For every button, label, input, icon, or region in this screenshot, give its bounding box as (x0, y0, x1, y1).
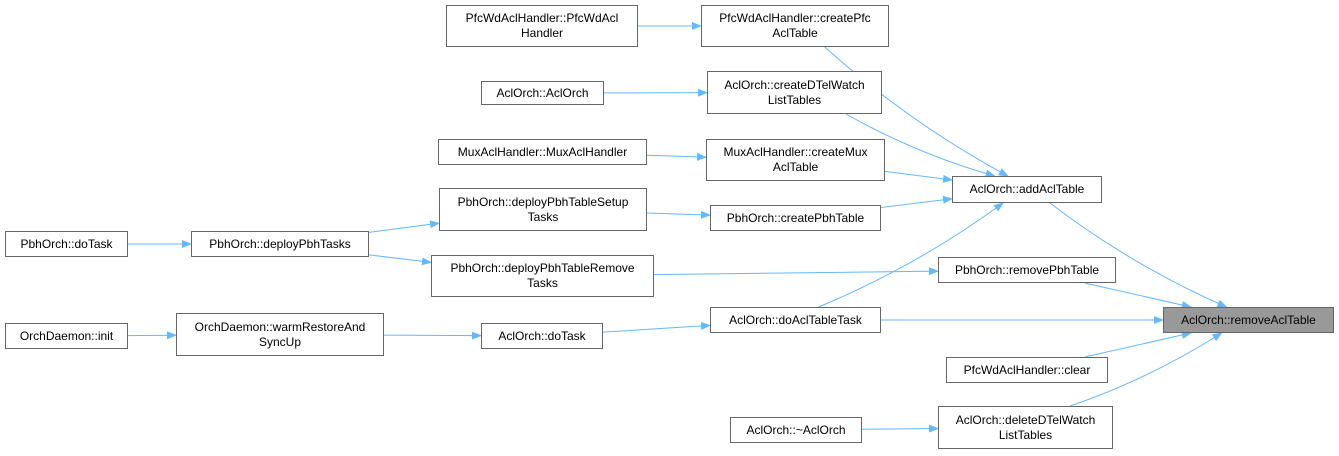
node-aclorch-addacltable[interactable]: AclOrch::addAclTable (952, 176, 1102, 203)
edge-pbh_create-to-add_acl (880, 195, 953, 208)
edge-orch_warm-to-acl_dotask (383, 331, 482, 340)
edge-pbh_remove_tasks-to-pbh_remove (653, 267, 939, 276)
edge-pfcwd_create-to-add_acl (824, 46, 1009, 177)
node-label-line: OrchDaemon::warmRestoreAnd (194, 319, 366, 334)
edge-acl_dotabletask-to-add_acl (818, 202, 1004, 308)
edge-mux_ctor-to-mux_create (646, 152, 707, 161)
node-pbhorch-dotask[interactable]: PbhOrch::doTask (5, 231, 128, 257)
edge-aclorch_dtor-to-delete_dtel (861, 424, 939, 433)
node-label-line: AclTable (772, 160, 819, 174)
node-label-line: AclOrch::~AclOrch (746, 422, 846, 437)
node-label-line: AclOrch::createDTelWatch (724, 77, 865, 92)
edge-acl_dotask-to-acl_dotabletask (602, 321, 711, 333)
node-label-line: PbhOrch::deployPbhTableRemove (450, 261, 635, 275)
node-label-line: MuxAclHandler::createMux (723, 145, 868, 159)
node-label-line: PfcWdAclHandler::createPfc (719, 11, 871, 25)
node-muxaclhandler-constructor[interactable]: MuxAclHandler::MuxAclHandler (438, 139, 647, 165)
node-label-line: AclOrch::addAclTable (969, 182, 1085, 196)
edge-add_acl-to-remove_acl (1049, 202, 1228, 308)
node-muxaclhandler-createmuxacltable[interactable]: MuxAclHandler::createMux AclTable (706, 139, 885, 181)
edge-pbh_setup-to-pbh_create (646, 210, 711, 219)
node-label-line: MuxAclHandler::MuxAclHandler (457, 144, 628, 159)
node-aclorch-createdtelwatchlisttables[interactable]: AclOrch::createDTelWatch ListTables (707, 71, 882, 114)
edge-pbh_deploy-to-pbh_setup (368, 220, 440, 233)
node-aclorch-constructor[interactable]: AclOrch::AclOrch (481, 81, 604, 105)
node-aclorch-doacltabletask[interactable]: AclOrch::doAclTableTask (710, 307, 881, 333)
edge-create_dtel-to-add_acl (845, 113, 996, 178)
node-label-line: ListTables (998, 427, 1053, 442)
node-label-line: AclTable (772, 26, 818, 40)
node-label-line: PbhOrch::doTask (20, 236, 113, 251)
edge-pbh_deploy-to-pbh_remove_tasks (368, 254, 432, 266)
node-label-line: Tasks (527, 276, 558, 290)
node-label-line: PbhOrch::removePbhTable (954, 262, 1100, 277)
node-label-line: AclOrch::doAclTableTask (729, 312, 862, 327)
node-pbhorch-deploypbhtableremovetasks[interactable]: PbhOrch::deployPbhTableRemove Tasks (431, 255, 654, 297)
node-pfcwdaclhandler-clear[interactable]: PfcWdAclHandler::clear (946, 357, 1108, 383)
node-pbhorch-deploypbhtablesetuptasks[interactable]: PbhOrch::deployPbhTableSetup Tasks (439, 188, 647, 231)
node-label-line: SyncUp (258, 334, 302, 349)
node-pbhorch-createpbhtable[interactable]: PbhOrch::createPbhTable (710, 205, 881, 231)
node-label-line: ListTables (767, 92, 822, 107)
node-label-line: AclOrch::doTask (498, 328, 586, 343)
node-aclorch-destructor[interactable]: AclOrch::~AclOrch (730, 417, 862, 443)
node-label-line: AclOrch::removeAclTable (1181, 312, 1316, 327)
edge-pbh_remove-to-remove_acl (1084, 282, 1192, 309)
node-aclorch-deletedtelwatchlisttables[interactable]: AclOrch::deleteDTelWatch ListTables (938, 406, 1113, 449)
node-label-line: PbhOrch::deployPbhTableSetup (457, 194, 629, 209)
edge-delete_dtel-to-remove_acl (1069, 332, 1223, 407)
node-pbhorch-removepbhtable[interactable]: PbhOrch::removePbhTable (938, 257, 1116, 283)
node-pfcwdaclhandler-createpfcacltable[interactable]: PfcWdAclHandler::createPfc AclTable (701, 5, 889, 47)
node-label-line: PbhOrch::createPbhTable (726, 210, 865, 225)
node-label-line: PbhOrch::deployPbhTasks (209, 236, 351, 251)
node-label-line: OrchDaemon::init (19, 328, 114, 343)
node-label-line: Handler (520, 26, 564, 40)
node-label-line: PfcWdAclHandler::PfcWdAcl (465, 11, 619, 25)
node-aclorch-removeacltable-focus: AclOrch::removeAclTable (1163, 307, 1334, 333)
edge-mux_create-to-add_acl (884, 170, 953, 183)
node-label-line: AclOrch::AclOrch (496, 85, 589, 100)
edge-pfcwd_clear-to-remove_acl (1084, 331, 1192, 358)
node-orchdaemon-warmrestoreandsyncup[interactable]: OrchDaemon::warmRestoreAnd SyncUp (176, 313, 384, 356)
node-pfcwdaclhandler-constructor[interactable]: PfcWdAclHandler::PfcWdAcl Handler (446, 5, 638, 47)
node-aclorch-dotask[interactable]: AclOrch::doTask (481, 323, 603, 349)
node-label-line: PfcWdAclHandler::clear (963, 362, 1091, 377)
node-label-line: Tasks (527, 209, 559, 224)
node-pbhorch-deploypbhtasks[interactable]: PbhOrch::deployPbhTasks (191, 231, 369, 257)
node-label-line: AclOrch::deleteDTelWatch (955, 412, 1096, 427)
node-orchdaemon-init[interactable]: OrchDaemon::init (5, 323, 128, 349)
